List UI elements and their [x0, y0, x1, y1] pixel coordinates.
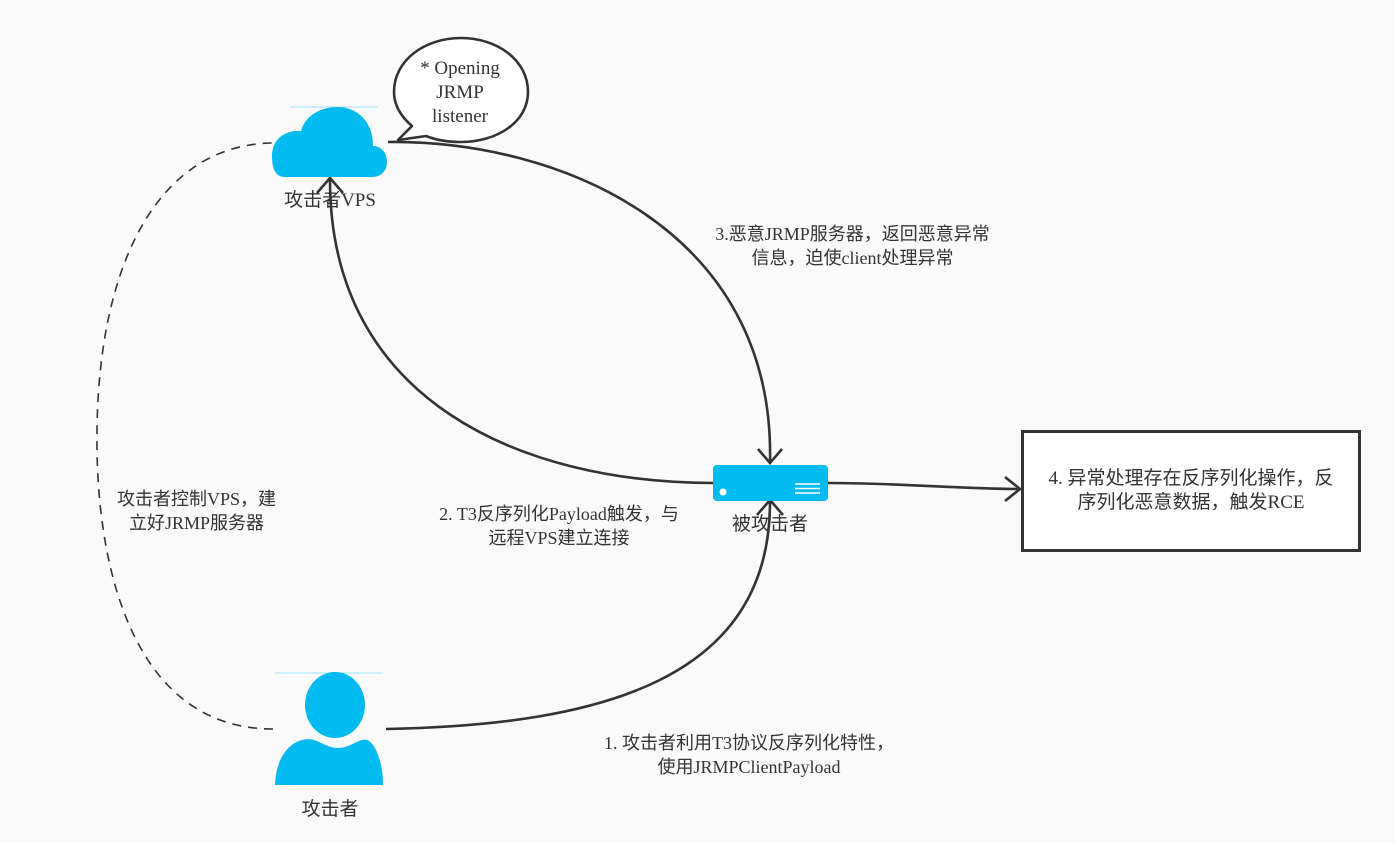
user-icon	[275, 672, 383, 785]
edge-label-step2: 2. T3反序列化Payload触发，与 远程VPS建立连接	[439, 504, 679, 548]
result-box: 4. 异常处理存在反序列化操作，反 序列化恶意数据，触发RCE	[1021, 430, 1361, 552]
arrowhead-step4	[1004, 475, 1023, 503]
node-label-vps: 攻击者VPS	[284, 190, 376, 211]
callout-text: * Opening JRMP listener	[420, 58, 500, 127]
node-label-target: 被攻击者	[731, 514, 808, 535]
server-icon	[713, 465, 828, 501]
callout-bubble	[392, 36, 530, 144]
edge-control-dashed	[96, 142, 274, 730]
arrowhead-step3	[757, 448, 783, 465]
cloud-icon	[272, 106, 387, 177]
edge-label-step3: 3.恶意JRMP服务器，返回恶意异常 信息，迫使client处理异常	[715, 224, 990, 268]
edge-label-step1: 1. 攻击者利用T3协议反序列化特性， 使用JRMPClientPayload	[604, 733, 894, 777]
arrowhead-step2	[316, 176, 344, 194]
edge-step2	[328, 179, 715, 485]
edge-label-control: 攻击者控制VPS，建 立好JRMP服务器	[116, 489, 277, 533]
edge-step4	[827, 481, 1021, 491]
edge-step3	[387, 140, 772, 463]
node-label-attacker: 攻击者	[301, 799, 359, 820]
edge-step1	[385, 501, 772, 731]
result-box-text: 4. 异常处理存在反序列化操作，反 序列化恶意数据，触发RCE	[1048, 468, 1334, 513]
